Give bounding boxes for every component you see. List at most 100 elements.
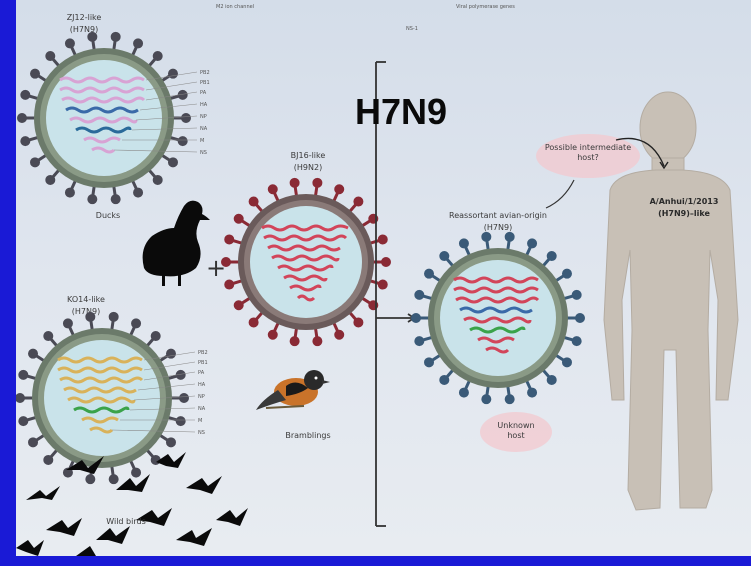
virus-spike-tip	[87, 476, 94, 483]
virus-spike-tip	[506, 233, 513, 240]
virus-spike-tip	[181, 395, 188, 402]
virus-spike-tip	[548, 376, 555, 383]
virus-spike-tip	[483, 396, 490, 403]
svg-text:NP: NP	[200, 114, 207, 120]
svg-text:PB2: PB2	[198, 350, 208, 356]
svg-text:HA: HA	[198, 382, 206, 388]
virus-spike-tip	[87, 313, 94, 320]
virus-spike-tip	[110, 476, 117, 483]
virus-spike-tip	[66, 189, 73, 196]
zj12-virus: PB2 PB1 PA HA NP NA M NS	[19, 33, 210, 202]
virus-spike-tip	[64, 469, 71, 476]
virus-spike-tip	[154, 176, 161, 183]
virus-spike-tip	[355, 319, 362, 326]
reassortant-name: Reassortant avian-origin	[449, 211, 547, 220]
intermediate-host-connector	[546, 180, 574, 208]
virus-spike-tip	[314, 338, 321, 345]
virus-spike-tip	[416, 291, 423, 298]
virus-spike-tip	[416, 338, 423, 345]
virus-spike-tip	[133, 320, 140, 327]
reassortant-subtype: (H7N9)	[484, 223, 512, 232]
virus-spike-tip	[269, 331, 276, 338]
virus-spike-tip	[548, 253, 555, 260]
virus-spike-tip	[135, 189, 142, 196]
wild-birds-label: Wild birds	[106, 517, 146, 526]
virus-spike-tip	[506, 396, 513, 403]
virus-spike-tip	[223, 259, 230, 266]
virus-spike-tip	[483, 233, 490, 240]
virus-spike-tip	[20, 371, 27, 378]
reassortant-virus	[413, 233, 584, 402]
virus-spike-tip	[45, 456, 52, 463]
virus-spike-tip	[250, 198, 257, 205]
virus-spike-tip	[20, 418, 27, 425]
bj16-subtype: (H9N2)	[294, 163, 322, 172]
virus-spike-tip	[426, 270, 433, 277]
svg-text:NP: NP	[198, 394, 205, 400]
virus-spike-tip	[19, 115, 26, 122]
virus-spike-tip	[32, 70, 39, 77]
virus-spike-tip	[22, 138, 29, 145]
ko14-name: KO14-like	[67, 295, 105, 304]
zj12-name: ZJ12-like	[67, 13, 102, 22]
title: H7N9	[355, 91, 447, 132]
virus-spike-tip	[336, 331, 343, 338]
virus-spike-tip	[235, 215, 242, 222]
virus-spike-tip	[269, 186, 276, 193]
svg-text:PB2: PB2	[200, 70, 210, 76]
svg-text:PB1: PB1	[200, 80, 210, 86]
virus-spike-tip	[573, 291, 580, 298]
virus-spike-tip	[291, 179, 298, 186]
virus-spike-tip	[577, 315, 584, 322]
virus-spike-tip	[441, 253, 448, 260]
virus-spike-tip	[135, 40, 142, 47]
virus-spike-tip	[336, 186, 343, 193]
virus-spike-tip	[563, 359, 570, 366]
virus-spike-tip	[17, 395, 24, 402]
virus-spike-tip	[226, 236, 233, 243]
virus-spike-tip	[32, 159, 39, 166]
virus-spike-tip	[314, 179, 321, 186]
virus-spike-tip	[154, 53, 161, 60]
virus-spike-tip	[64, 320, 71, 327]
svg-text:PA: PA	[200, 90, 207, 96]
svg-text:NA: NA	[200, 126, 208, 132]
virus-spike-tip	[89, 196, 96, 203]
virus-spike-tip	[355, 198, 362, 205]
virus-spike-tip	[22, 91, 29, 98]
virus-spike-tip	[413, 315, 420, 322]
virus-spike-tip	[226, 281, 233, 288]
virus-spike-tip	[383, 259, 390, 266]
brambling-icon	[256, 370, 330, 410]
duck-icon	[143, 201, 210, 286]
svg-text:M: M	[198, 418, 202, 424]
virus-spike-tip	[441, 376, 448, 383]
virus-spike-tip	[291, 338, 298, 345]
svg-text:PA: PA	[198, 370, 205, 376]
bj16-virus	[223, 179, 390, 344]
virus-spike-tip	[30, 439, 37, 446]
virus-spike-tip	[112, 196, 119, 203]
virus-spike-tip	[183, 115, 190, 122]
virus-spike-tip	[45, 333, 52, 340]
virus-spike-tip	[152, 333, 159, 340]
wild-birds-icon	[16, 452, 248, 556]
virus-spike-tip	[112, 33, 119, 40]
top-right-note: Viral polymerase genes	[456, 4, 515, 10]
virus-spike-tip	[573, 338, 580, 345]
bramblings-label: Bramblings	[285, 431, 330, 440]
virus-spike-tip	[47, 176, 54, 183]
reassortment-diagram: M2 ion channel NS-1 Viral polymerase gen…	[16, 0, 751, 556]
svg-text:HA: HA	[200, 102, 208, 108]
virus-spike-tip	[529, 240, 536, 247]
diagram-panel: M2 ion channel NS-1 Viral polymerase gen…	[16, 0, 751, 556]
virus-spike-tip	[250, 319, 257, 326]
top-left-note: M2 ion channel	[216, 4, 254, 10]
virus-spike-tip	[177, 418, 184, 425]
ducks-label: Ducks	[96, 211, 120, 220]
svg-text:NA: NA	[198, 406, 206, 412]
svg-text:PB1: PB1	[198, 360, 208, 366]
virus-spike-tip	[47, 53, 54, 60]
virus-spike-tip	[30, 350, 37, 357]
